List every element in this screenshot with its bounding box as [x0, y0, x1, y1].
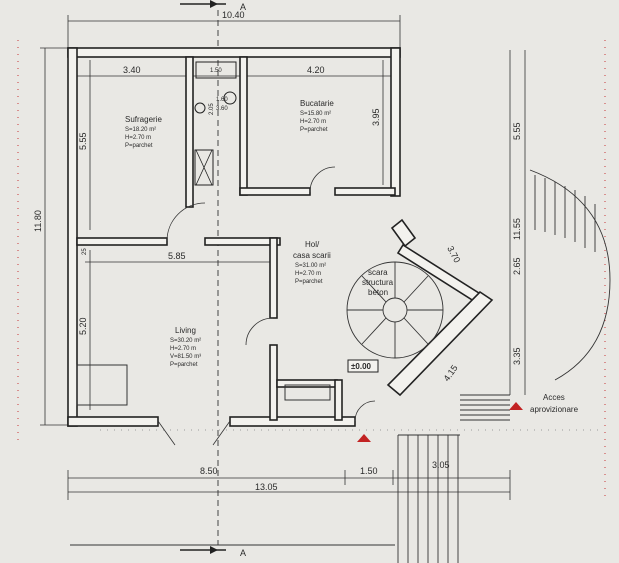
- room-volume: V=81.50 m³: [170, 354, 201, 360]
- room-living: Living S=30.20 m² H=2.70 m V=81.50 m³ P=…: [170, 326, 201, 368]
- room-bucatarie: Bucatarie S=15.80 m² H=2.70 m P=parchet: [300, 99, 334, 133]
- section-label-top: A: [240, 2, 246, 12]
- interior-walls: [76, 56, 396, 421]
- room-height: H=2.70 m: [170, 346, 196, 352]
- stair-l1: scara: [368, 268, 388, 277]
- access-label-2: aprovizionare: [530, 405, 579, 414]
- stair-l2: structura: [362, 278, 394, 287]
- dim-left-total: 11.80: [33, 210, 43, 232]
- room-floor: P=parchet: [125, 143, 153, 149]
- stair-walls: [386, 218, 494, 397]
- dim-right-335: 3.35: [512, 347, 522, 365]
- dim-bath-width: 1.50: [210, 68, 222, 74]
- section-marker-bottom: [180, 546, 226, 554]
- room-height: H=2.70 m: [300, 119, 326, 125]
- exterior-walls: [67, 47, 401, 427]
- dim-living-height: 5.20: [78, 317, 88, 335]
- dim-right-265: 2.65: [512, 257, 522, 275]
- dim-bottom-850: 8.50: [200, 466, 218, 476]
- dim-stair-diag: 4.15: [441, 363, 459, 383]
- dim-bottom-305: 3.05: [432, 460, 450, 470]
- dimension-lines: [40, 15, 526, 500]
- dim-bath-b: 1.60: [216, 97, 228, 103]
- dim-left-gap: 25: [82, 248, 88, 255]
- room-name: Living: [175, 326, 196, 335]
- spiral-stair: [346, 261, 444, 359]
- dim-stair-width: 3.70: [445, 244, 462, 264]
- bathroom-fixtures: [194, 61, 237, 186]
- room-area: S=18.20 m²: [125, 127, 156, 133]
- room-hol: Hol/ casa scarii S=31.00 m² H=2.70 m P=p…: [293, 240, 331, 285]
- dim-bottom-total: 13.05: [255, 482, 278, 492]
- section-marker-top: [180, 0, 226, 8]
- dim-sufragerie-width: 3.40: [123, 65, 141, 75]
- access-marker: [509, 402, 523, 410]
- dim-bath-c: 3.60: [216, 106, 228, 112]
- room-name: Hol/: [305, 240, 320, 249]
- living-fireplace: [76, 364, 331, 406]
- stair-label: scara structura beton: [362, 268, 394, 297]
- room-height: H=2.70 m: [295, 271, 321, 277]
- dim-bucatarie-width: 4.20: [307, 65, 325, 75]
- level-mark: ±0.00: [351, 362, 372, 371]
- dim-right-555: 5.55: [512, 122, 522, 140]
- room-name-2: casa scarii: [293, 251, 331, 260]
- section-label-bottom: A: [240, 548, 246, 558]
- dim-right-1155: 11.55: [512, 218, 522, 240]
- terrace-stairs: [70, 169, 611, 563]
- room-name: Bucatarie: [300, 99, 334, 108]
- room-floor: P=parchet: [170, 362, 198, 368]
- dim-bucatarie-height: 3.95: [371, 108, 381, 126]
- room-area: S=31.00 m²: [295, 263, 326, 269]
- room-sufragerie: Sufragerie S=18.20 m² H=2.70 m P=parchet: [125, 115, 162, 149]
- room-name: Sufragerie: [125, 115, 162, 124]
- entrance-marker: [357, 434, 371, 442]
- door-arcs: [157, 166, 376, 446]
- access-label-1: Acces: [543, 393, 565, 402]
- dim-bottom-150: 1.50: [360, 466, 378, 476]
- dim-living-width: 5.85: [168, 251, 186, 261]
- dim-bath-a: 2.05: [209, 103, 215, 115]
- room-height: H=2.70 m: [125, 135, 151, 141]
- room-area: S=30.20 m²: [170, 338, 201, 344]
- room-floor: P=parchet: [300, 127, 328, 133]
- stair-l3: beton: [368, 288, 388, 297]
- room-area: S=15.80 m²: [300, 111, 331, 117]
- level-mark-box: [347, 359, 379, 373]
- dim-sufragerie-height: 5.55: [78, 132, 88, 150]
- room-floor: P=parchet: [295, 279, 323, 285]
- dim-top-total: 10.40: [222, 10, 245, 20]
